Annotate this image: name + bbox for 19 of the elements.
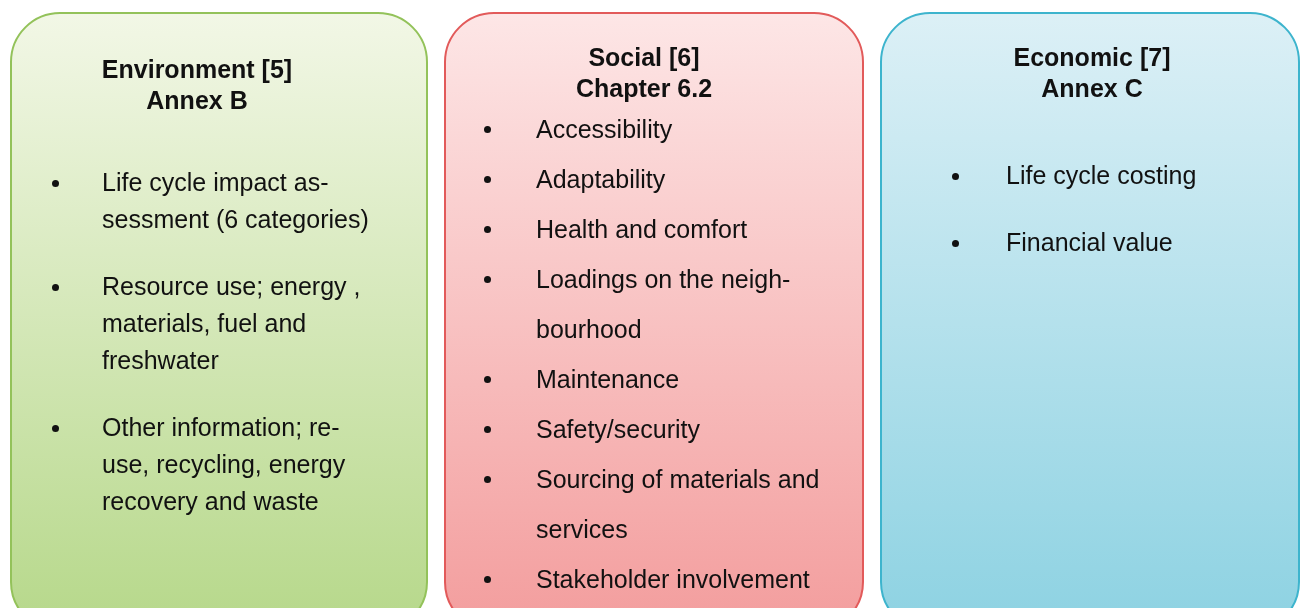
list-item: Health and comfort (536, 214, 749, 245)
list-item: Other information; re- use, recycling, energy recovery and waste (102, 412, 347, 517)
list-item: Financial value (1006, 227, 1174, 258)
list-item: Adaptability (536, 164, 667, 195)
card-heading: Environment [5] Annex B (100, 54, 294, 116)
list-item: Maintenance (536, 364, 681, 395)
rounded-card (444, 12, 864, 608)
list-item: Stakeholder involvement (536, 564, 811, 595)
list-item: Accessibility (536, 114, 674, 145)
list-item: Sourcing of materials and services (536, 464, 821, 545)
rounded-card (880, 12, 1300, 608)
list-item: Resource use; energy , materials, fuel and freshwater (102, 271, 362, 376)
list-item: Safety/security (536, 414, 701, 445)
card-heading: Economic [7] Annex C (1012, 42, 1172, 104)
card-heading: Social [6] Chapter 6.2 (574, 42, 714, 104)
list-item: Life cycle costing (1006, 160, 1198, 191)
list-item: Loadings on the neigh- bourhood (536, 264, 792, 345)
list-item: Life cycle impact as- sessment (6 categories) (102, 167, 370, 235)
rounded-card (10, 12, 428, 608)
